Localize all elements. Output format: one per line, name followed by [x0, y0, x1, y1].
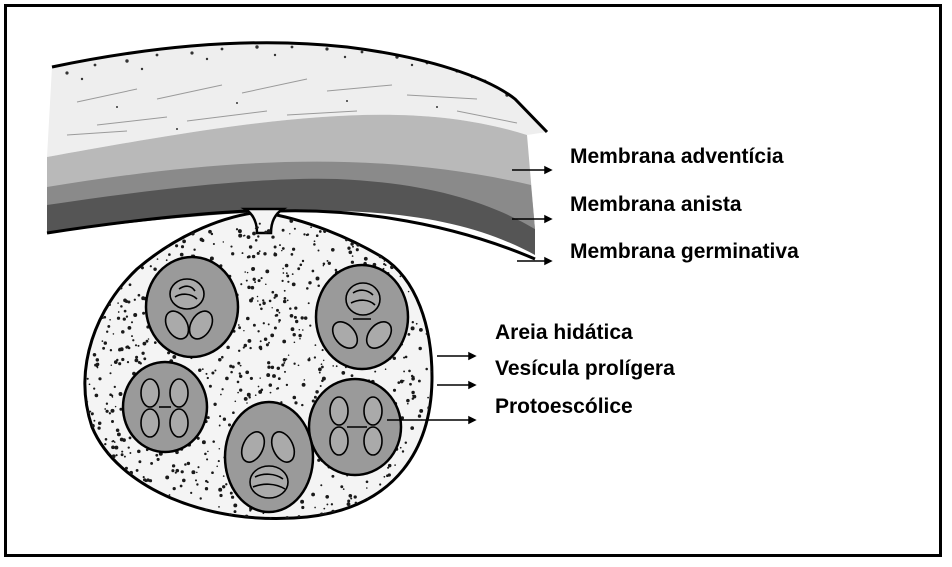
label-areia-hidatica: Areia hidática	[495, 322, 633, 343]
label-membrana-anista: Membrana anista	[570, 194, 742, 215]
protoscolex-capsule-1	[146, 257, 238, 357]
label-protoescolice: Protoescólice	[495, 396, 633, 417]
protoscolex-capsule-2	[316, 265, 408, 369]
protoscolex-capsule-5	[225, 402, 313, 512]
label-vesicula-proligera: Vesícula prolígera	[495, 358, 675, 379]
label-membrana-adventicia: Membrana adventícia	[570, 146, 784, 167]
protoscolex-capsule-4	[309, 379, 401, 475]
hydatid-cyst-illustration	[7, 7, 939, 554]
protoscolex-capsule-3	[123, 362, 207, 452]
label-membrana-germinativa: Membrana germinativa	[570, 241, 799, 262]
diagram-frame: Membrana adventícia Membrana anista Memb…	[4, 4, 942, 557]
